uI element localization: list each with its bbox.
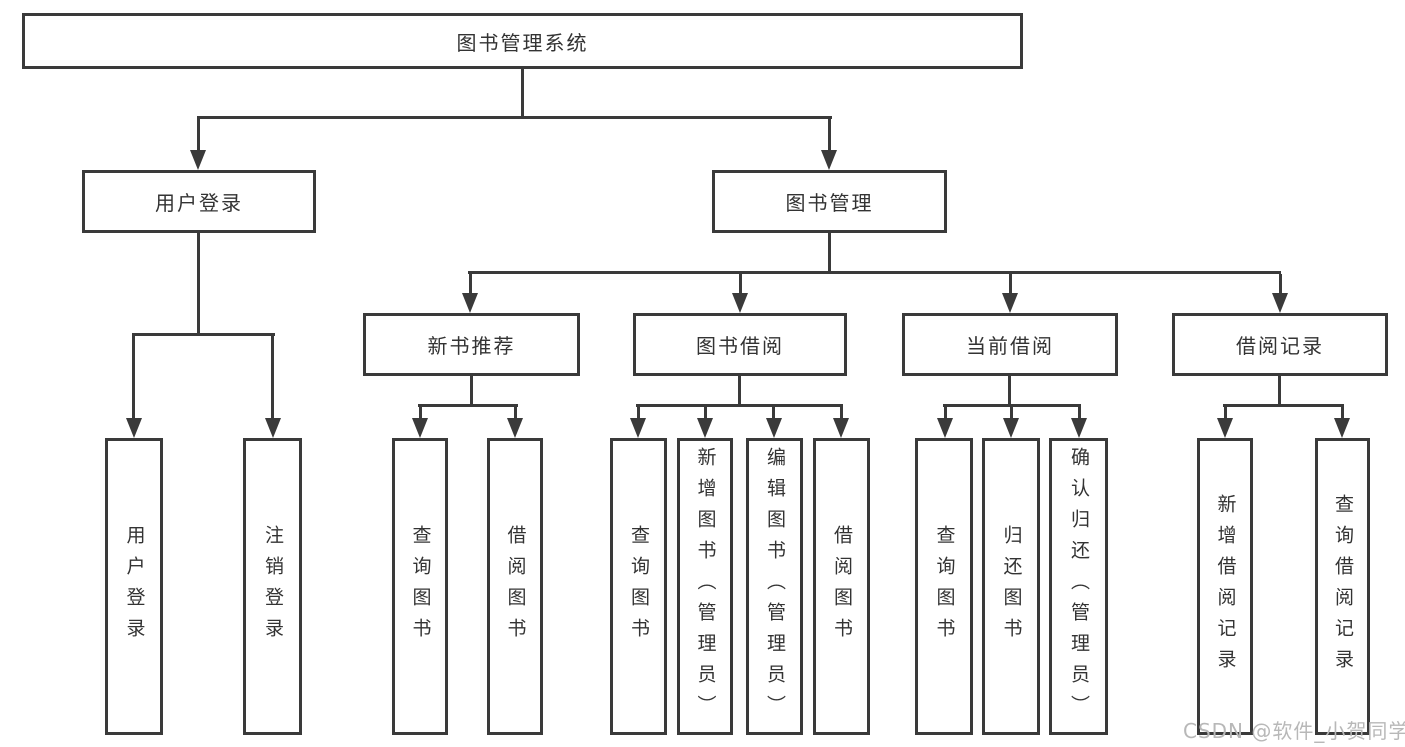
connector-book-borrowing-split <box>636 404 843 407</box>
connector-drop-book-borrowing <box>739 274 742 294</box>
down-arrowhead <box>1071 418 1087 438</box>
leaf-add-books-admin: 新增图书（管理员） <box>677 438 733 735</box>
node-current-borrowing-label: 当前借阅 <box>966 334 1054 358</box>
connector-book-management-split <box>468 271 1281 274</box>
connector-drop-leaf <box>772 407 775 419</box>
connector-borrowing-records-split <box>1223 404 1344 407</box>
node-user-login: 用户登录 <box>82 170 316 233</box>
down-arrowhead <box>821 150 837 170</box>
down-arrowhead <box>833 418 849 438</box>
connector-user-login-split <box>132 333 275 336</box>
down-arrowhead <box>1272 293 1288 313</box>
leaf-add-borrow-record-label: 新增借阅记录 <box>1214 493 1237 680</box>
leaf-query-books-recommend-label: 查询图书 <box>409 524 432 649</box>
connector-drop-leaf <box>944 407 947 419</box>
leaf-borrow-books-recommend-label: 借阅图书 <box>504 524 527 649</box>
leaf-add-books-admin-label: 新增图书（管理员） <box>694 447 717 726</box>
node-root-label: 图书管理系统 <box>456 30 589 55</box>
connector-drop-login <box>132 336 135 418</box>
connector-drop-book-management <box>828 119 831 152</box>
leaf-logout-label: 注销登录 <box>262 524 284 649</box>
connector-drop-new-book <box>469 274 472 294</box>
connector-drop-leaf <box>1224 407 1227 419</box>
node-new-book-recommend-label: 新书推荐 <box>427 334 516 358</box>
connector-drop-leaf <box>419 407 422 419</box>
connector-user-login-stem <box>197 233 200 335</box>
connector-drop-leaf <box>1341 407 1344 419</box>
node-book-management-label: 图书管理 <box>785 191 874 215</box>
down-arrowhead <box>697 418 713 438</box>
connector-book-management-stem <box>828 233 831 273</box>
leaf-user-login: 用户登录 <box>105 438 163 735</box>
connector-current-borrowing-split <box>943 404 1081 407</box>
connector-drop-logout <box>271 336 274 418</box>
leaf-edit-books-admin: 编辑图书（管理员） <box>746 438 803 735</box>
leaf-confirm-return-admin-label: 确认归还（管理员） <box>1068 447 1090 726</box>
node-root: 图书管理系统 <box>22 13 1023 69</box>
leaf-query-books-current: 查询图书 <box>915 438 973 735</box>
leaf-query-books-recommend: 查询图书 <box>392 438 448 735</box>
leaf-borrow-books-recommend: 借阅图书 <box>487 438 543 735</box>
leaf-borrow-books-label: 借阅图书 <box>831 524 853 649</box>
leaf-query-borrow-record: 查询借阅记录 <box>1315 438 1370 735</box>
node-user-login-label: 用户登录 <box>155 191 243 215</box>
leaf-query-books-borrowing: 查询图书 <box>610 438 667 735</box>
connector-drop-leaf <box>637 407 640 419</box>
leaf-add-borrow-record: 新增借阅记录 <box>1197 438 1253 735</box>
leaf-confirm-return-admin: 确认归还（管理员） <box>1049 438 1108 735</box>
leaf-borrow-books: 借阅图书 <box>813 438 870 735</box>
node-current-borrowing: 当前借阅 <box>902 313 1118 376</box>
node-book-management: 图书管理 <box>712 170 947 233</box>
down-arrowhead <box>1002 293 1018 313</box>
node-book-borrowing-label: 图书借阅 <box>696 334 784 358</box>
node-borrowing-records-label: 借阅记录 <box>1236 334 1324 358</box>
connector-drop-leaf <box>1078 407 1081 419</box>
connector-root-split <box>197 116 832 119</box>
connector-drop-leaf <box>704 407 707 419</box>
down-arrowhead <box>507 418 523 438</box>
down-arrowhead <box>462 293 478 313</box>
leaf-return-books-label: 归还图书 <box>1000 524 1023 649</box>
down-arrowhead <box>1334 418 1350 438</box>
leaf-return-books: 归还图书 <box>982 438 1040 735</box>
down-arrowhead <box>766 418 782 438</box>
connector-drop-current-borrowing <box>1009 274 1012 294</box>
down-arrowhead <box>126 418 142 438</box>
node-new-book-recommend: 新书推荐 <box>363 313 580 376</box>
down-arrowhead <box>265 418 281 438</box>
down-arrowhead <box>1217 418 1233 438</box>
node-book-borrowing: 图书借阅 <box>633 313 847 376</box>
connector-drop-borrowing-records <box>1279 274 1282 294</box>
leaf-user-login-label: 用户登录 <box>123 524 146 649</box>
connector-new-book-stem <box>470 376 473 406</box>
connector-borrowing-records-stem <box>1278 376 1281 406</box>
down-arrowhead <box>412 418 428 438</box>
node-borrowing-records: 借阅记录 <box>1172 313 1388 376</box>
leaf-query-books-current-label: 查询图书 <box>933 524 956 649</box>
connector-book-borrowing-stem <box>738 376 741 406</box>
down-arrowhead <box>732 293 748 313</box>
down-arrowhead <box>190 150 206 170</box>
leaf-edit-books-admin-label: 编辑图书（管理员） <box>764 447 786 726</box>
csdn-watermark: CSDN @软件_小贺同学 <box>1183 719 1405 743</box>
connector-current-borrowing-stem <box>1008 376 1011 406</box>
leaf-logout: 注销登录 <box>243 438 302 735</box>
connector-drop-leaf <box>840 407 843 419</box>
connector-new-book-split <box>418 404 518 407</box>
leaf-query-borrow-record-label: 查询借阅记录 <box>1332 493 1354 680</box>
down-arrowhead <box>630 418 646 438</box>
connector-drop-leaf <box>514 407 517 419</box>
down-arrowhead <box>937 418 953 438</box>
connector-root-stem <box>521 69 524 118</box>
down-arrowhead <box>1003 418 1019 438</box>
leaf-query-books-borrowing-label: 查询图书 <box>628 524 650 649</box>
connector-drop-leaf <box>1010 407 1013 419</box>
connector-drop-user-login <box>197 119 200 152</box>
